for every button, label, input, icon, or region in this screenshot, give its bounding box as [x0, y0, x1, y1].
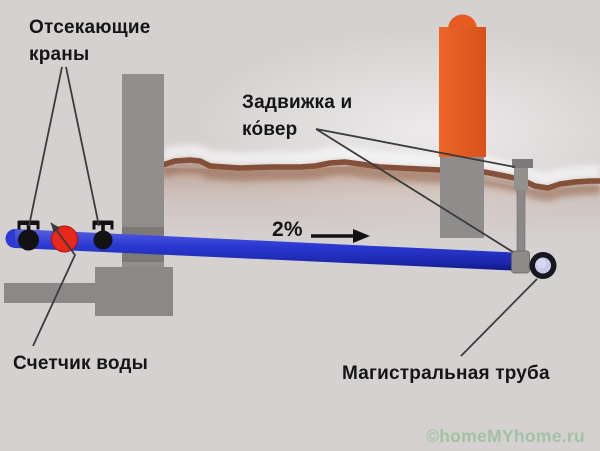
supply-pipe-icon [15, 229, 513, 271]
label-slope: 2% [272, 218, 303, 241]
label-water-meter: Счетчик воды [13, 353, 149, 374]
leader-shutoff-right [65, 66, 100, 227]
gate-valve-icon [511, 250, 530, 274]
slope-arrow-icon [311, 229, 370, 243]
label-gate-valve-line1: Задвижка и [242, 92, 353, 113]
main-pipe-highlight [536, 258, 547, 269]
marker-base-column [440, 157, 484, 238]
label-shutoff-valves-line1: Отсекающие [29, 17, 151, 38]
leader-lines [28, 66, 538, 357]
leader-water-meter [32, 222, 77, 347]
label-gate-valve-line2: ко́вер [242, 119, 298, 140]
foundation-footing [95, 267, 173, 316]
leader-arrowhead-icon [51, 223, 61, 233]
kover-marker-icon [439, 27, 486, 157]
riser-collar [514, 168, 528, 190]
leader-shutoff-left [28, 66, 63, 227]
watermark: ©homeMYhome.ru [426, 426, 586, 446]
label-shutoff-valves-line2: краны [29, 44, 90, 65]
shutoff-valve-icon [92, 220, 114, 250]
ground-highlight [160, 144, 600, 186]
foundation-slab [4, 283, 96, 303]
leader-main-pipe [460, 278, 538, 357]
leader-gate-valve [315, 128, 514, 253]
ground-line-icon [160, 157, 600, 191]
label-main-pipe: Магистральная труба [342, 363, 550, 384]
label-gate-valve: Задвижка и ко́вер [242, 89, 352, 143]
shutoff-valve-icon [17, 220, 40, 251]
leader-kover [315, 128, 516, 168]
riser-cap [512, 159, 533, 168]
label-shutoff-valves: Отсекающие краны [29, 14, 151, 68]
